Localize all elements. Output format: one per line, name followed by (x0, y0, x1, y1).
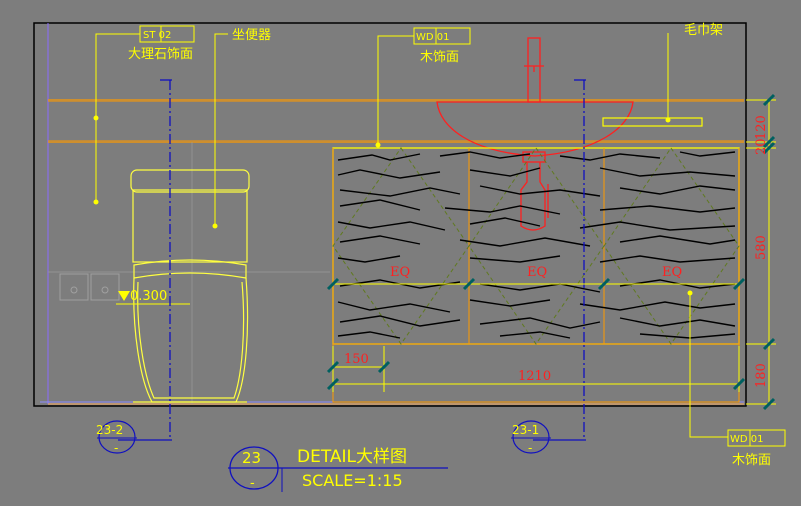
title-block (228, 446, 448, 492)
sink-basin (436, 37, 634, 231)
section-mark-right-sub: - (528, 441, 532, 455)
dim-1210-text: 1210 (518, 369, 551, 384)
wood-grain-pattern (337, 151, 736, 339)
dim-right-580: 580 (754, 235, 769, 260)
section-mark-right (511, 420, 551, 454)
detail-title: DETAIL大样图 (297, 447, 407, 467)
toilet-outline (130, 169, 250, 403)
wood-name-top-text: 木饰面 (420, 50, 459, 65)
dim-right-180: 180 (754, 363, 769, 388)
level-mark-text: 0.300 (130, 289, 167, 304)
marble-name-text: 大理石饰面 (128, 47, 193, 62)
section-mark-right-text: 23-1 (512, 423, 539, 437)
section-mark-left-text: 23-2 (96, 423, 123, 437)
eq-label-1: EQ (390, 265, 410, 280)
leader-dots (93, 115, 693, 296)
level-marker (116, 291, 190, 305)
dim-right-120: 120 (754, 115, 769, 140)
wood-tag-bottom-text: WD 01 (730, 434, 764, 445)
leader-lines (95, 25, 786, 447)
section-mark-left (97, 420, 137, 454)
title-number-sub: - (250, 476, 255, 491)
toilet-name-text: 坐便器 (232, 28, 271, 43)
title-number: 23 (242, 449, 261, 467)
scale-text: SCALE=1:15 (302, 471, 403, 490)
bottom-dimension-lines (326, 346, 746, 392)
wall-sockets (59, 273, 120, 301)
eq-label-3: EQ (662, 265, 682, 280)
towel-rack (602, 117, 703, 127)
wood-tag-top-text: WD 01 (416, 32, 450, 43)
eq-label-2: EQ (527, 265, 547, 280)
dim-right-20: 20 (754, 138, 769, 155)
wood-name-bottom-text: 木饰面 (732, 453, 771, 468)
eq-dimension-line (326, 277, 746, 291)
dim-150-text: 150 (344, 352, 369, 367)
countertop-bands (48, 99, 744, 143)
towel-rack-name-text: 毛巾架 (684, 23, 723, 38)
right-dimension-chain (746, 93, 776, 411)
marble-tag-text: ST 02 (143, 30, 171, 41)
section-lines (118, 79, 586, 441)
section-mark-left-sub: - (114, 441, 118, 455)
